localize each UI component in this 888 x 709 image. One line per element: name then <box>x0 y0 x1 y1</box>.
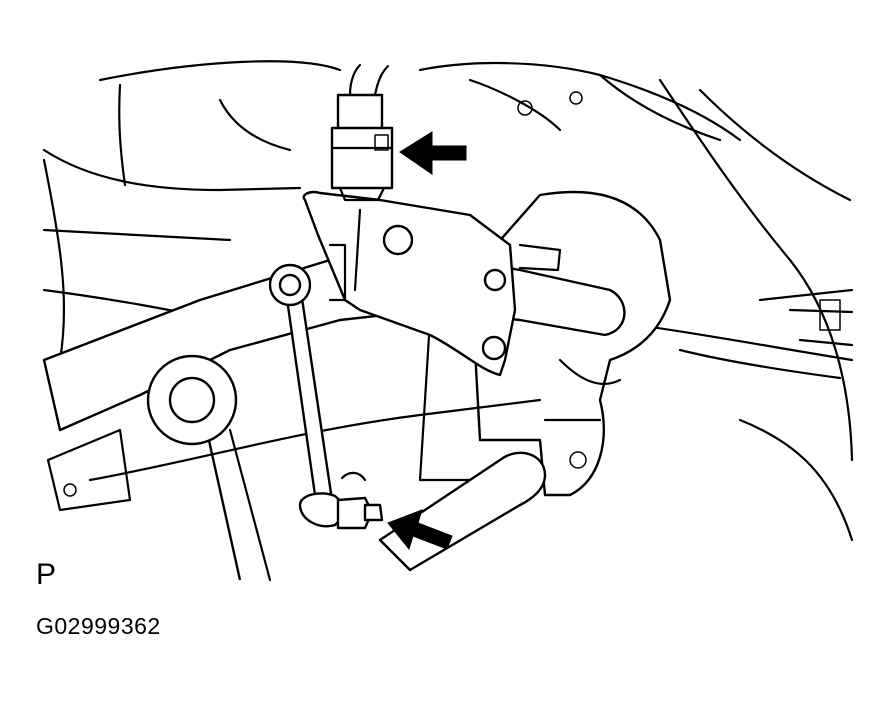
upper-callout-arrow <box>399 131 467 175</box>
link-nut <box>336 471 384 530</box>
view-label: P <box>36 558 57 591</box>
lower-callout-arrow <box>387 509 453 551</box>
sensor-bracket <box>302 190 562 377</box>
stabilizer-rod <box>378 451 547 572</box>
stabilizer-bar-bushing <box>146 354 272 582</box>
sensor-connector <box>330 63 394 202</box>
figure-id: G02999362 <box>36 613 161 639</box>
background-body-outline <box>42 60 854 542</box>
